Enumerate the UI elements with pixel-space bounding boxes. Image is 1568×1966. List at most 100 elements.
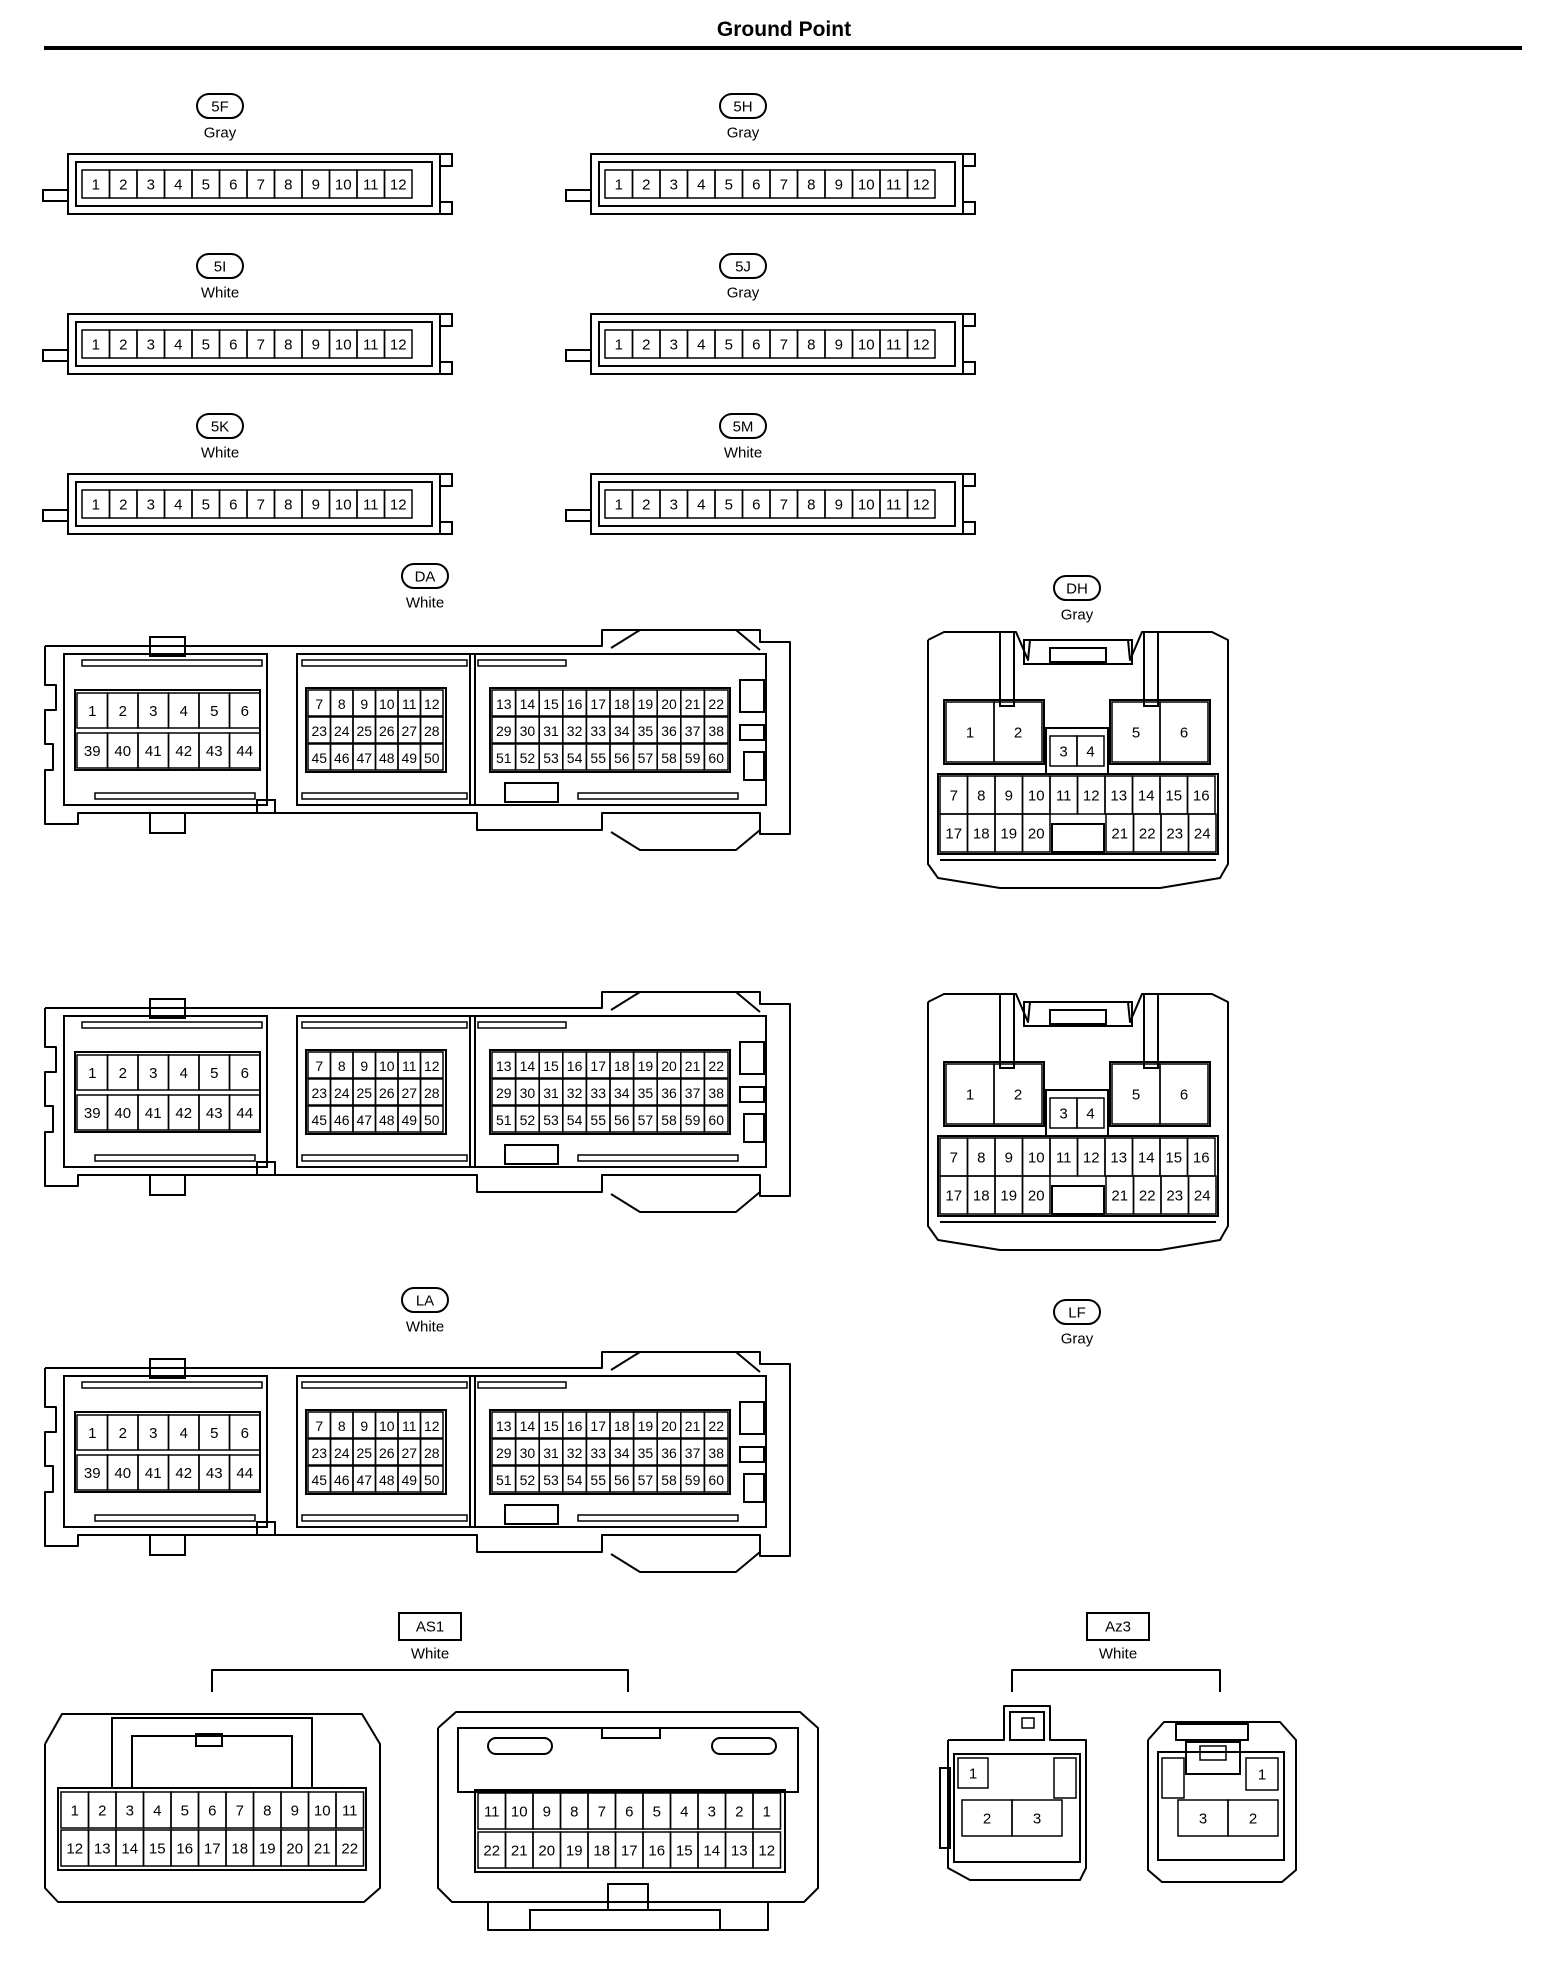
pin-number: 6	[625, 1804, 633, 1821]
connector-housing	[590, 313, 964, 375]
pin-number: 1	[88, 703, 96, 720]
pin-number: 16	[567, 696, 583, 712]
pin-number: 57	[638, 750, 654, 766]
pin-cavity: 11	[397, 689, 422, 717]
pin-cavity: 15	[538, 689, 564, 717]
pin-cavity: 8	[273, 169, 303, 199]
pin-number: 18	[614, 696, 630, 712]
pin-number: 50	[424, 1112, 440, 1128]
connector-inner-frame	[75, 161, 433, 207]
pin-cavity: 28	[419, 716, 444, 744]
pin-number: 29	[496, 1445, 512, 1461]
pin-number: 10	[858, 497, 875, 514]
pin-cell	[383, 489, 413, 519]
pin-cavity: 42	[167, 1094, 200, 1131]
pin-cavity: 49	[397, 1105, 422, 1133]
pin-cavity: 57	[632, 743, 658, 771]
connector-color: White	[201, 445, 239, 462]
connector-hood	[610, 629, 761, 651]
pin-number: 60	[708, 1112, 724, 1128]
pin-number: 36	[661, 1085, 677, 1101]
connector-inner-frame	[598, 481, 956, 527]
pin-cavity: 27	[397, 1078, 422, 1106]
pin-number: 9	[312, 337, 320, 354]
pin-group	[305, 687, 447, 773]
pin-number: 37	[685, 1085, 701, 1101]
pin-cell	[419, 1411, 444, 1439]
pin-number: 58	[661, 1472, 677, 1488]
pin-cavity: 7	[246, 329, 276, 359]
pin-number: 22	[483, 1843, 500, 1860]
pin-number: 54	[567, 1112, 583, 1128]
pin-number: 10	[314, 1803, 331, 1820]
pin-number: 3	[149, 1425, 157, 1442]
pin-cavity: 11	[1049, 775, 1079, 815]
pin-cavity: 8	[329, 1411, 354, 1439]
latch-tab	[42, 349, 69, 362]
pin-cell	[1076, 735, 1105, 767]
pin-group	[953, 1753, 1081, 1863]
pin-number: 12	[913, 337, 930, 354]
connector-code: 5I	[214, 259, 227, 276]
pin-cavity: 3	[697, 1792, 727, 1830]
pin-number: 9	[360, 1058, 368, 1074]
pin-group	[1157, 1751, 1285, 1861]
pin-number: 14	[520, 1418, 536, 1434]
pin-number: 57	[638, 1472, 654, 1488]
pin-number: 7	[257, 177, 265, 194]
pin-number: 55	[590, 1472, 606, 1488]
pin-number: 43	[206, 743, 223, 760]
pin-cavity: 18	[609, 1051, 635, 1079]
pin-cavity: 53	[538, 1105, 564, 1133]
pin-cavity: 25	[352, 1438, 377, 1466]
latch-tab	[565, 349, 592, 362]
pin-number: 10	[1028, 788, 1045, 805]
pin-group	[937, 1135, 1219, 1217]
pin-cavity: 53	[538, 743, 564, 771]
pin-number: 33	[590, 1445, 606, 1461]
pin-cavity: 28	[419, 1438, 444, 1466]
pin-cavity: 51	[491, 1105, 517, 1133]
pin-cavity: 12	[383, 489, 413, 519]
pin-cavity: 31	[538, 1078, 564, 1106]
pin-number: 6	[208, 1803, 216, 1820]
pin-number: 12	[913, 497, 930, 514]
pin-number: 15	[676, 1843, 693, 1860]
pin-cell	[419, 743, 444, 771]
connector-color: White	[724, 445, 762, 462]
pin-cavity: 5	[1111, 1063, 1161, 1125]
pin-number: 9	[1005, 1150, 1013, 1167]
guide-rail	[301, 1021, 468, 1029]
pin-number: 52	[520, 1112, 536, 1128]
pin-cavity: 10	[1021, 775, 1051, 815]
pin-cavity: 43	[198, 732, 231, 769]
pin-cavity: 19	[994, 813, 1024, 853]
pin-number: 25	[356, 1445, 372, 1461]
pin-number: 1	[92, 177, 100, 194]
pin-cavity: 3	[659, 329, 689, 359]
pin-cavity: 10	[374, 1051, 399, 1079]
pin-number: 53	[543, 1112, 559, 1128]
pin-cavity: 30	[514, 1078, 540, 1106]
connector-code-box	[1086, 1612, 1150, 1641]
pin-number: 3	[670, 497, 678, 514]
guide-rail	[301, 1154, 468, 1162]
pin-cavity: 4	[167, 692, 200, 729]
pin-number: 3	[147, 177, 155, 194]
guide-rail	[577, 1514, 739, 1522]
pin-number: 9	[835, 337, 843, 354]
bottom-tab	[149, 1534, 186, 1556]
pin-cavity: 36	[656, 1078, 682, 1106]
guide-slot	[487, 1737, 553, 1755]
pin-cavity: 2	[631, 489, 661, 519]
pin-number: 2	[119, 703, 127, 720]
pin-cell	[228, 1454, 261, 1491]
pin-cavity: 5	[198, 1414, 231, 1451]
pin-cavity: 3	[1049, 735, 1078, 767]
